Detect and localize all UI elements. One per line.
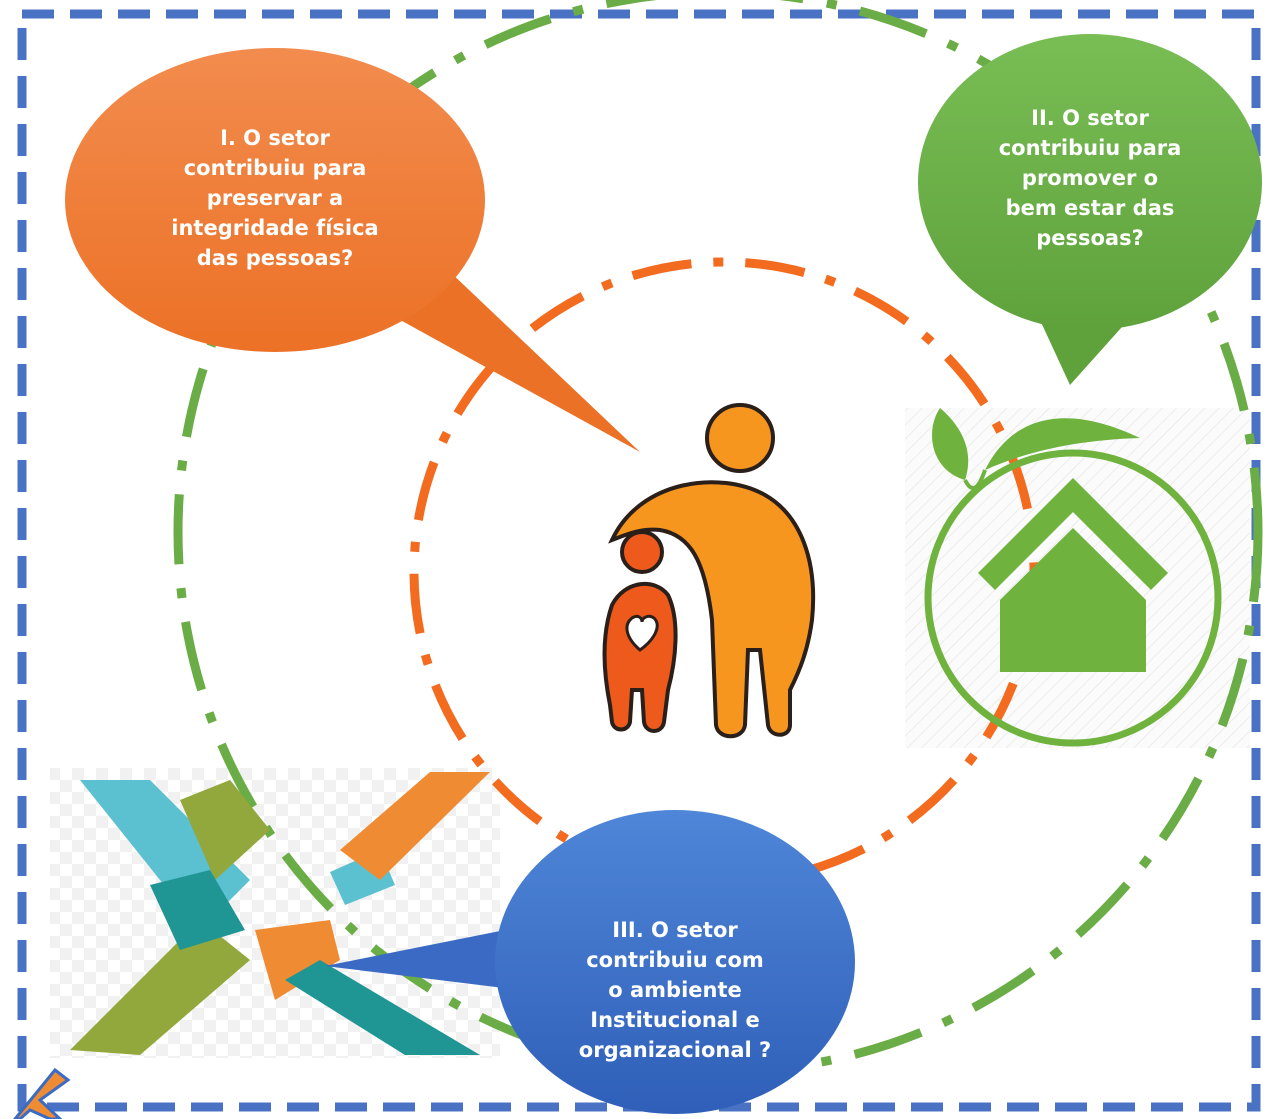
bubble-institutional-line-5: organizacional ? xyxy=(578,1038,772,1062)
bubble-physical-text: I. O setor contribuiu para preservar a i… xyxy=(120,108,430,288)
bubble-physical-line-5: das pessoas? xyxy=(196,246,354,270)
bubble-physical-line-3: preservar a xyxy=(206,186,344,210)
bubble-institutional-line-2: contribuiu com xyxy=(586,948,764,972)
bubble-wellbeing-line-5: pessoas? xyxy=(1036,226,1144,250)
bubble-wellbeing-line-1: II. O setor xyxy=(1031,106,1149,130)
bubble-physical-line-2: contribuiu para xyxy=(183,156,367,180)
orange-arrow-icon xyxy=(13,1067,71,1119)
hands-teamwork-icon xyxy=(70,772,490,1055)
eco-house-leaves-icon xyxy=(924,408,1222,747)
bubble-institutional-line-1: III. O setor xyxy=(612,918,738,942)
bubble-wellbeing-line-2: contribuiu para xyxy=(998,136,1182,160)
bubble-physical-line-1: I. O setor xyxy=(220,126,330,150)
bubble-institutional-line-3: o ambiente xyxy=(608,978,742,1002)
bubble-institutional-line-4: Institucional e xyxy=(590,1008,760,1032)
bubble-wellbeing xyxy=(918,34,1262,385)
bubble-physical-integrity xyxy=(65,48,640,452)
bubble-physical-line-4: integridade física xyxy=(171,216,379,240)
parent-child-heart-icon xyxy=(602,403,816,739)
outer-green-circle xyxy=(173,0,1263,1077)
bubble-wellbeing-line-4: bem estar das xyxy=(1005,196,1175,220)
bubble-institutional-text: III. O setor contribuiu com o ambiente I… xyxy=(545,900,805,1080)
bubble-wellbeing-text: II. O setor contribuiu para promover o b… xyxy=(960,88,1220,268)
bubble-wellbeing-line-3: promover o xyxy=(1021,166,1159,190)
bubble-institutional xyxy=(325,810,855,1114)
